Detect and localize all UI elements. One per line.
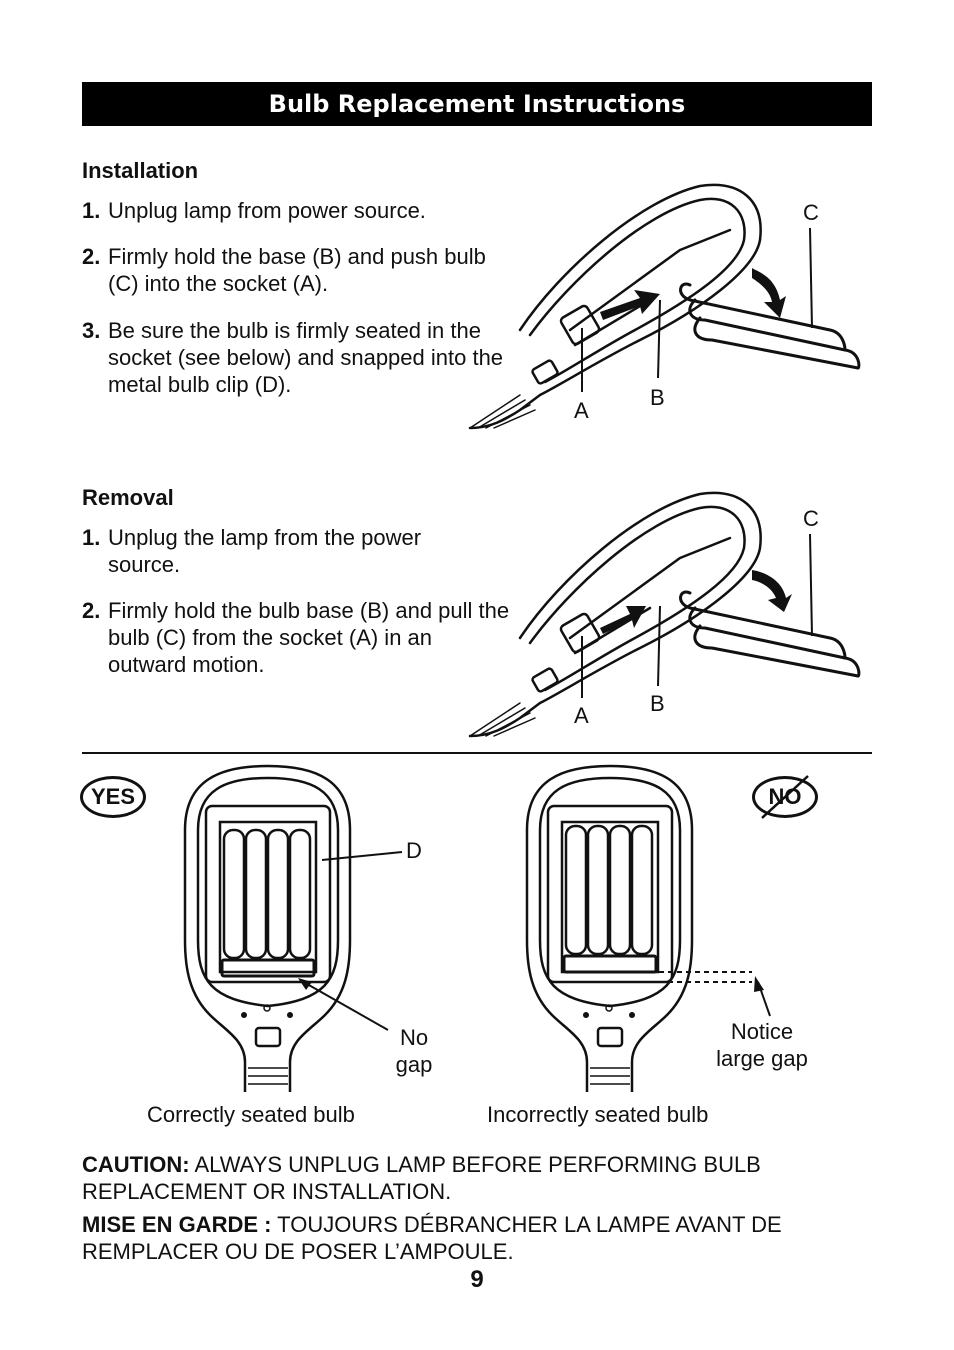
label-b: B	[650, 385, 665, 410]
large-gap-line-2: large gap	[716, 1046, 808, 1071]
step-text: Firmly hold the base (B) and push bulb (…	[108, 244, 486, 296]
step-text: Be sure the bulb is firmly seated in the…	[108, 318, 504, 397]
removal-heading: Removal	[82, 485, 174, 510]
step-number: 1.	[82, 525, 101, 550]
correct-caption: Correctly seated bulb	[147, 1102, 355, 1127]
step-number: 3.	[82, 318, 101, 343]
installation-heading: Installation	[82, 158, 199, 183]
no-badge-text: NO	[768, 784, 802, 809]
label-c: C	[803, 506, 819, 531]
step-number: 2.	[82, 244, 101, 269]
step-number: 1.	[82, 198, 101, 223]
label-c: C	[803, 200, 819, 225]
installation-step-1: 1. Unplug lamp from power source.	[82, 197, 512, 224]
removal-step-1: 1. Unplug the lamp from the power source…	[82, 524, 482, 578]
yes-badge: YES	[80, 776, 146, 818]
section-divider	[82, 752, 872, 754]
label-a: A	[574, 703, 589, 728]
no-gap-line-1: No	[399, 1025, 429, 1050]
clip-label-d: D	[406, 838, 422, 863]
step-text: Firmly hold the bulb base (B) and pull t…	[108, 598, 510, 677]
page-number: 9	[470, 1266, 484, 1293]
label-b: B	[650, 691, 665, 716]
mise-en-garde-label: MISE EN GARDE :	[82, 1212, 272, 1237]
no-gap-note: No gap	[384, 1024, 444, 1078]
large-gap-line-1: Notice	[730, 1019, 794, 1044]
incorrect-caption: Incorrectly seated bulb	[487, 1102, 709, 1127]
removal-step-2: 2. Firmly hold the bulb base (B) and pul…	[82, 597, 512, 678]
label-a: A	[574, 398, 589, 423]
page-title: Bulb Replacement Instructions	[82, 82, 872, 126]
installation-step-2: 2. Firmly hold the base (B) and push bul…	[82, 243, 502, 297]
mise-en-garde-text: TOUJOURS DÉBRANCHER LA LAMPE AVANT DE RE…	[82, 1212, 782, 1264]
no-badge: NO	[752, 776, 818, 818]
installation-step-3: 3. Be sure the bulb is firmly seated in …	[82, 317, 512, 398]
caution-label: CAUTION:	[82, 1152, 190, 1177]
caution-text: ALWAYS UNPLUG LAMP BEFORE PERFORMING BUL…	[82, 1152, 761, 1204]
large-gap-note: Notice large gap	[700, 1018, 824, 1072]
no-gap-line-2: gap	[395, 1052, 433, 1077]
step-text: Unplug lamp from power source.	[108, 198, 426, 223]
step-number: 2.	[82, 598, 101, 623]
step-text: Unplug the lamp from the power source.	[108, 525, 422, 577]
caution-english: CAUTION: ALWAYS UNPLUG LAMP BEFORE PERFO…	[82, 1151, 882, 1205]
caution-french: MISE EN GARDE : TOUJOURS DÉBRANCHER LA L…	[82, 1211, 882, 1265]
